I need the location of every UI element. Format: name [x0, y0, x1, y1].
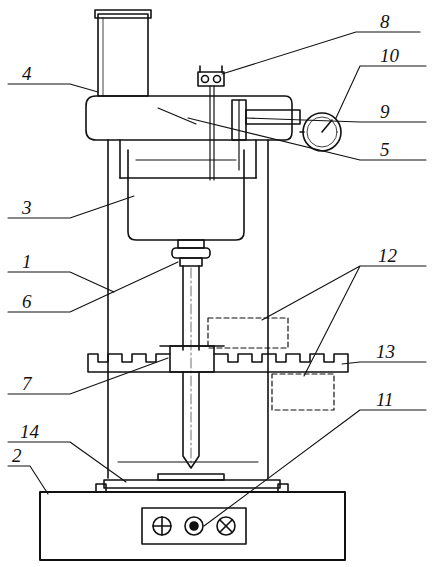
- column: [108, 140, 268, 478]
- base-plate: [96, 474, 288, 492]
- callout-number: 4: [22, 64, 32, 83]
- callout-number: 9: [380, 102, 390, 121]
- callout-number: 14: [20, 422, 39, 441]
- cylinder: [95, 10, 151, 96]
- table: [88, 346, 348, 372]
- dial-indicator: [300, 113, 341, 151]
- shaft: [183, 266, 199, 468]
- callout-number: 8: [380, 12, 390, 31]
- base: [40, 492, 345, 560]
- spindle-head: [128, 150, 244, 240]
- leader-line: [8, 32, 426, 526]
- callout-number: 2: [12, 446, 22, 465]
- callout-number: 6: [22, 292, 32, 311]
- callout-number: 1: [22, 252, 32, 271]
- callout-number: 12: [378, 246, 397, 265]
- callout-number: 13: [376, 342, 395, 361]
- callout-number: 11: [376, 390, 394, 409]
- callout-number: 7: [22, 374, 32, 393]
- clamp: [198, 66, 224, 86]
- hidden-unit: [208, 318, 334, 410]
- callout-number: 5: [380, 140, 390, 159]
- callout-number: 10: [380, 46, 399, 65]
- callout-number: 3: [22, 198, 32, 217]
